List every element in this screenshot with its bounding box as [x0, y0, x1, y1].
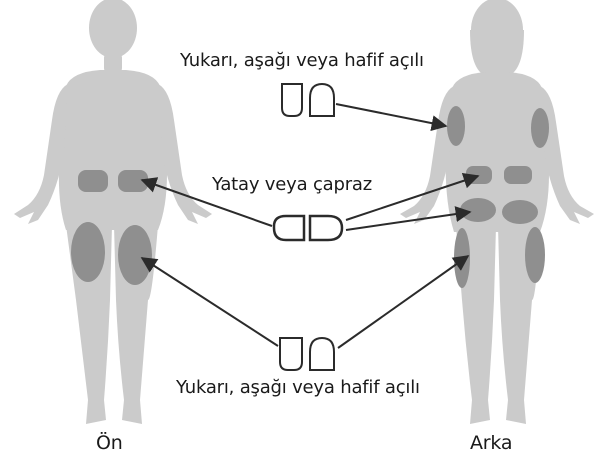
- arrow-to-back-thigh: [338, 256, 468, 348]
- arrow-to-back-arm: [336, 104, 446, 126]
- pod-vertical-icon: [282, 84, 334, 116]
- front-thigh-right-site: [118, 225, 152, 285]
- arrow-to-front-thigh: [142, 258, 278, 346]
- back-lower-back-left-site: [466, 166, 492, 184]
- pod-horizontal-icon: [274, 216, 342, 240]
- back-upper-arm-left-site: [447, 106, 465, 146]
- back-view-label: Arka: [470, 432, 512, 454]
- back-buttock-right-site: [502, 200, 538, 224]
- middle-orientation-label: Yatay veya çapraz: [212, 174, 372, 195]
- top-orientation-label: Yukarı, aşağı veya hafif açılı: [180, 50, 424, 71]
- back-thigh-right-site: [525, 227, 545, 283]
- bottom-orientation-label: Yukarı, aşağı veya hafif açılı: [176, 377, 420, 398]
- front-view-label: Ön: [96, 432, 123, 454]
- front-thigh-left-site: [71, 222, 105, 282]
- back-body-figure: [400, 0, 594, 424]
- back-upper-arm-right-site: [531, 108, 549, 148]
- back-thigh-left-site: [454, 228, 470, 288]
- pod-vertical-icon-bottom: [280, 338, 334, 370]
- back-buttock-left-site: [460, 198, 496, 222]
- back-lower-back-right-site: [504, 166, 532, 184]
- front-abdomen-left-site: [78, 170, 108, 192]
